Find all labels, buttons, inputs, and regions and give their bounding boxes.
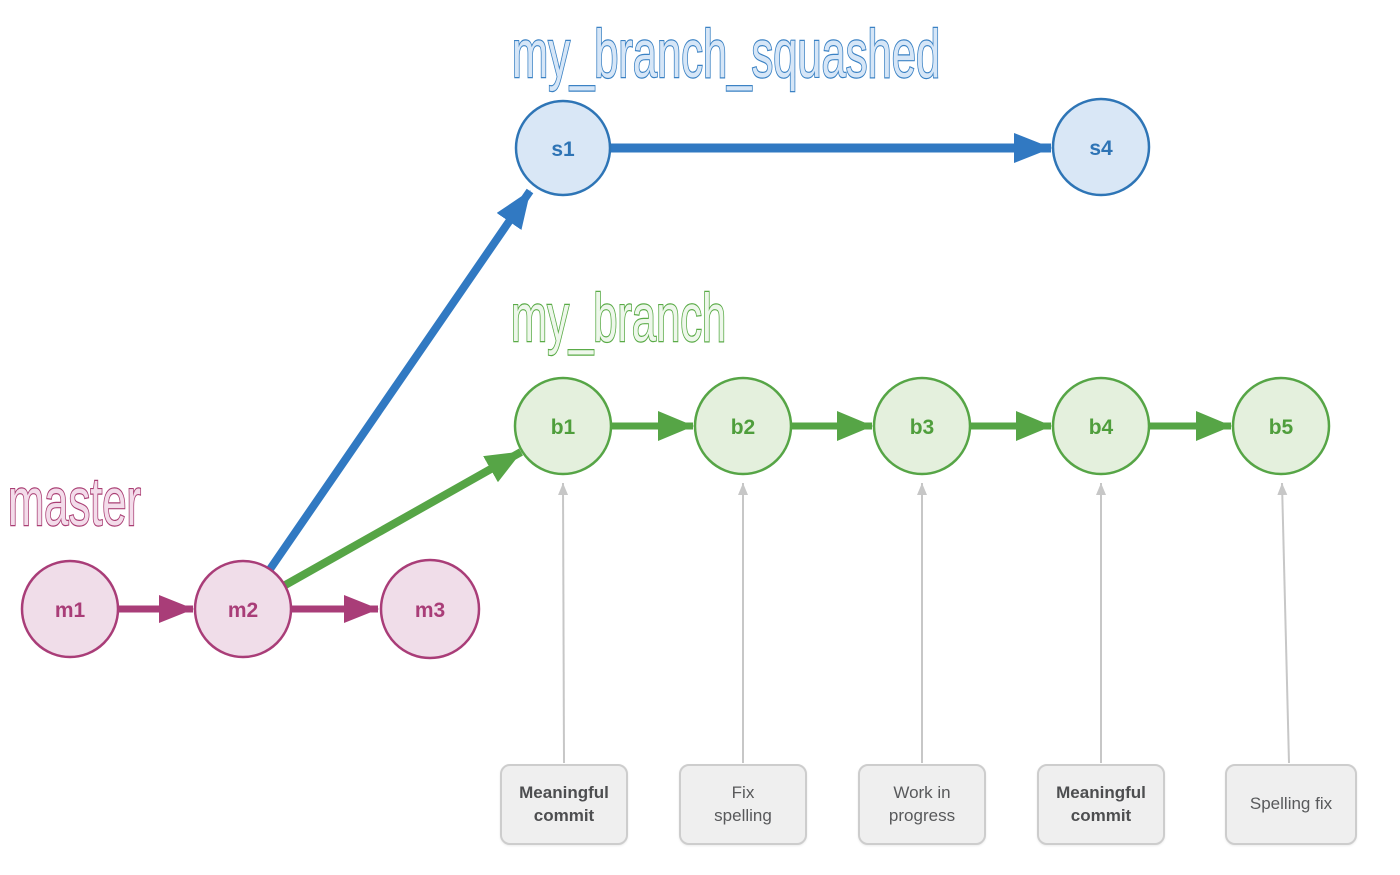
commit-node-m2 — [193, 559, 293, 659]
commit-label-b3: b3 — [910, 416, 935, 439]
branch-title-master: master — [7, 463, 142, 541]
commit-label-b4: b4 — [1089, 416, 1114, 439]
branch-title-my-branch-squashed: my_branch_squashed — [511, 15, 941, 93]
branch-title-my-branch: my_branch — [510, 279, 727, 357]
commit-node-b1 — [513, 376, 613, 476]
commit-node-b4 — [1051, 376, 1151, 476]
annotation-note-b2: Fix spelling — [679, 764, 807, 845]
edge-m2-b1 — [278, 448, 523, 592]
annotation-note-b5: Spelling fix — [1225, 764, 1357, 845]
commit-label-m1: m1 — [55, 599, 86, 622]
commit-label-s1: s1 — [551, 138, 575, 161]
commit-node-b5 — [1231, 376, 1331, 476]
commit-node-s1 — [514, 99, 612, 197]
commit-label-b5: b5 — [1269, 416, 1294, 439]
commit-node-m1 — [20, 559, 120, 659]
annotation-connector-b5 — [1277, 482, 1290, 764]
commit-label-s4: s4 — [1089, 137, 1113, 160]
commit-node-s4 — [1051, 97, 1151, 197]
annotation-note-b1: Meaningful commit — [500, 764, 628, 845]
annotation-note-b4: Meaningful commit — [1037, 764, 1165, 845]
commit-label-b1: b1 — [551, 416, 576, 439]
svg-text:master: master — [8, 464, 141, 540]
svg-text:my_branch: my_branch — [511, 280, 726, 356]
commit-label-b2: b2 — [731, 416, 756, 439]
commit-node-b2 — [693, 376, 793, 476]
edge-m2-s1 — [262, 188, 534, 578]
annotation-note-b3: Work in progress — [858, 764, 986, 845]
commit-label-m3: m3 — [415, 599, 445, 622]
commit-node-m3 — [379, 558, 481, 660]
annotation-connector-b1 — [558, 482, 569, 764]
svg-text:my_branch_squashed: my_branch_squashed — [512, 16, 940, 92]
commit-label-m2: m2 — [228, 599, 258, 622]
commit-node-b3 — [872, 376, 972, 476]
